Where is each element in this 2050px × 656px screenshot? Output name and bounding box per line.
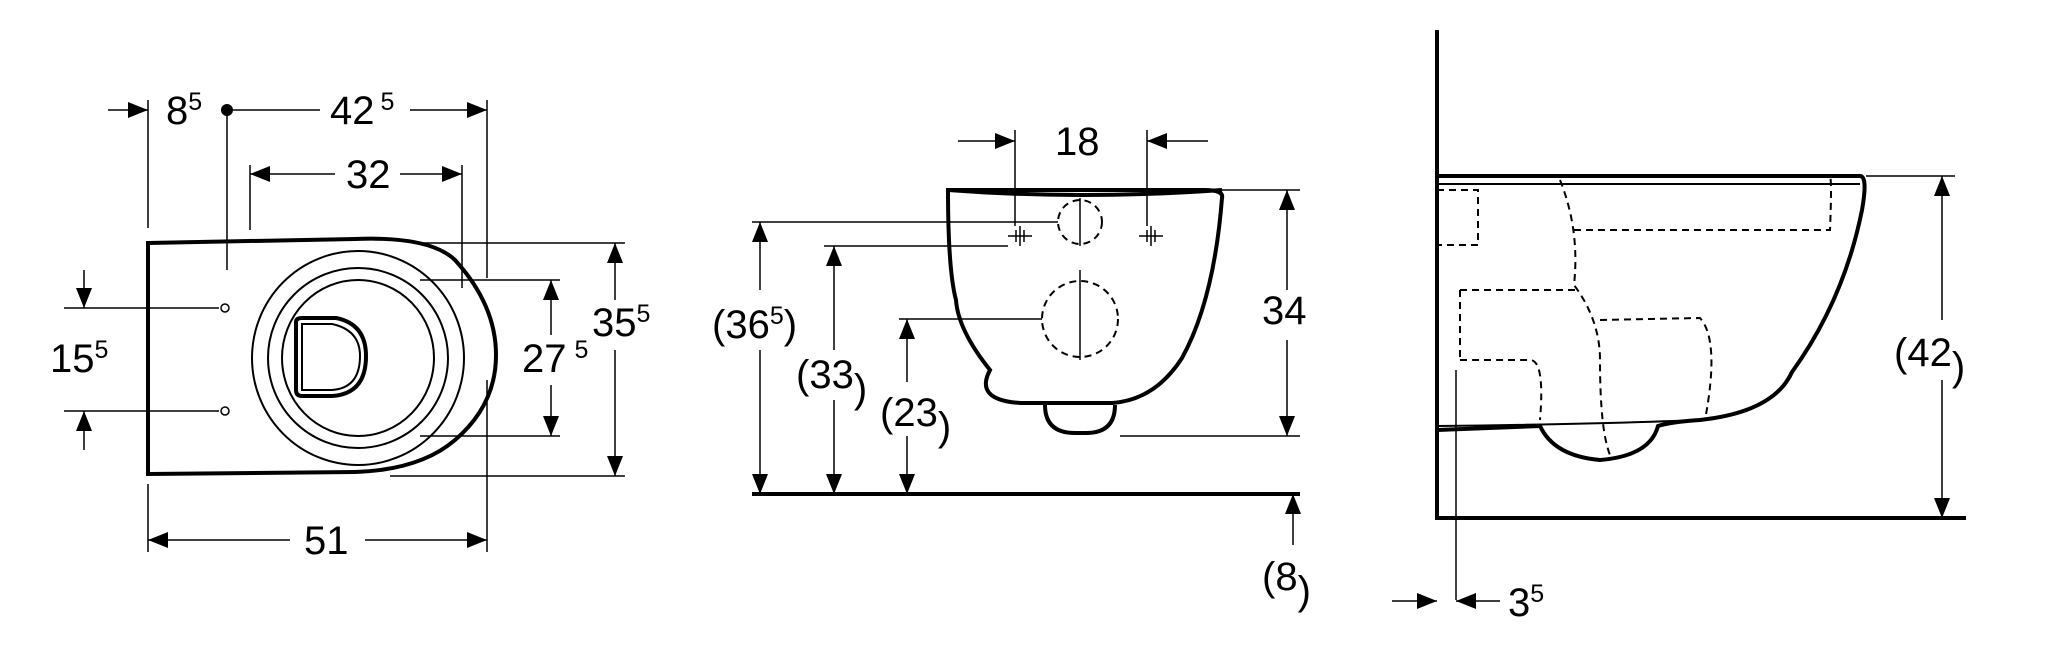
- side-view-base-line: [1436, 419, 1701, 427]
- front-view: 18 34 (365) (33) (23) (8): [712, 120, 1311, 613]
- fixing-hole-top: [220, 303, 230, 313]
- side-view-body-outline: [1436, 174, 1867, 463]
- side-view-hidden-bowl: [1559, 179, 1611, 456]
- fixing-hole-bottom: [220, 406, 230, 416]
- front-view-outlet-circle: [1041, 280, 1119, 358]
- label-height: 34: [1262, 289, 1307, 333]
- front-view-bolt-right: [1139, 226, 1163, 246]
- label-rim-height: (42): [1894, 331, 1965, 389]
- side-view: (42) 35: [1392, 30, 1966, 625]
- top-view-bowl-inner: [301, 323, 362, 391]
- label-offset: 85: [166, 88, 202, 133]
- top-view-rim-second: [281, 279, 435, 437]
- label-total-length: 51: [304, 519, 349, 563]
- top-view-rim-inner: [267, 267, 449, 449]
- label-inner-width: 32: [346, 153, 391, 197]
- side-view-hidden-trap: [1599, 316, 1713, 421]
- label-outer-width: 355: [592, 300, 650, 345]
- front-view-inlet-circle: [1057, 199, 1103, 245]
- top-view-bowl-opening: [294, 316, 369, 398]
- top-view-rim-outer: [251, 250, 465, 466]
- side-view-hidden-cistern: [1437, 189, 1479, 246]
- label-outlet-height: (23): [880, 391, 951, 449]
- label-fixing-spacing: 155: [50, 336, 108, 381]
- front-view-outlet: [1043, 404, 1117, 435]
- label-bolt-height: (33): [796, 353, 867, 411]
- front-view-top-edge: [947, 188, 1223, 197]
- side-view-hidden-inner: [1574, 175, 1832, 231]
- side-view-hidden-pipe: [1460, 289, 1575, 421]
- label-floor-gap: (8): [1262, 555, 1311, 613]
- front-view-bolt-left: [1008, 226, 1032, 246]
- front-view-body-outline: [945, 188, 1225, 405]
- label-bolt-spacing: 18: [1055, 120, 1100, 164]
- label-inlet-height: (365): [712, 302, 797, 347]
- top-view-body-outline: [146, 236, 499, 477]
- label-wall-gap: 35: [1508, 580, 1544, 625]
